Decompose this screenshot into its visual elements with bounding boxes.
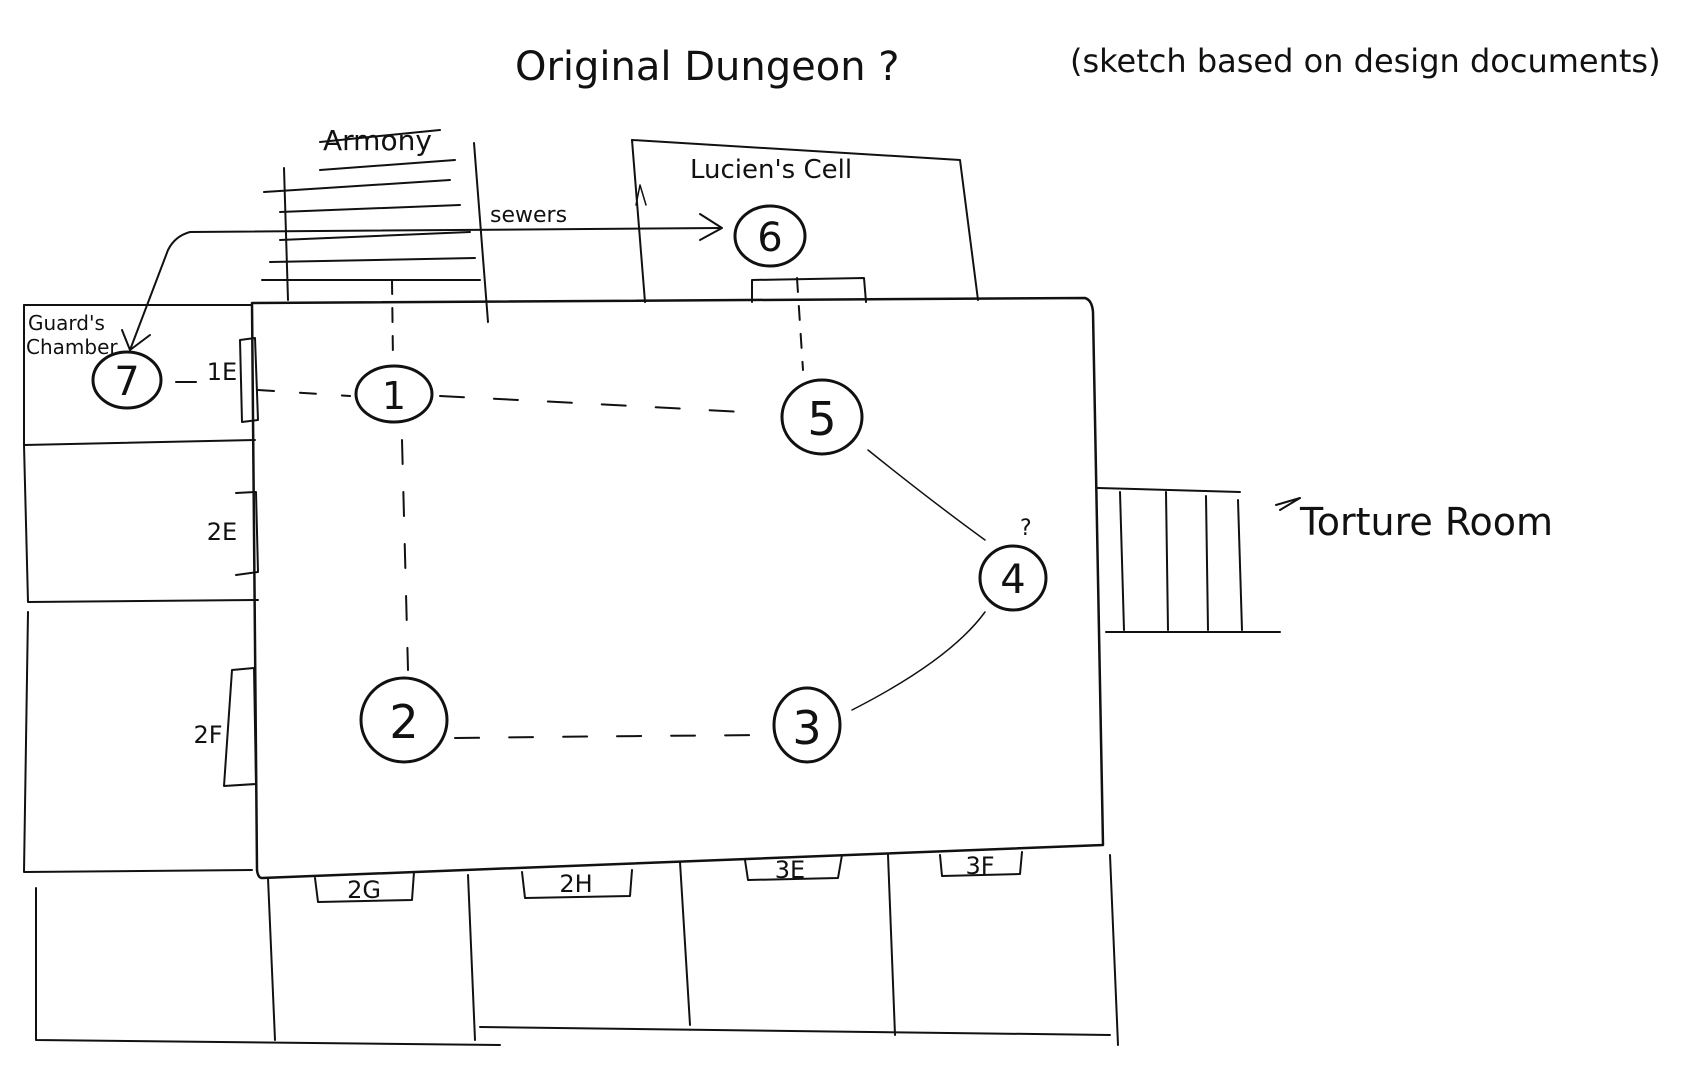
waypoint-5: 5: [780, 378, 864, 456]
svg-text:1: 1: [382, 374, 406, 418]
svg-text:6: 6: [757, 215, 782, 261]
waypoint-6: 6: [733, 204, 807, 268]
waypoint-4-question-mark: ?: [1020, 516, 1032, 541]
svg-text:7: 7: [114, 359, 139, 405]
main-hall: [250, 296, 1105, 880]
door-3E: 3E: [775, 856, 805, 884]
sewers-arrow: [129, 227, 721, 351]
waypoint-1: 1: [354, 364, 434, 424]
bottom-rooms: [35, 851, 1119, 1046]
waypoint-3: 3: [772, 686, 842, 764]
svg-text:3: 3: [792, 701, 821, 755]
door-2H: 2H: [559, 870, 592, 898]
door-2G: 2G: [347, 876, 381, 904]
door-1E: 1E: [207, 358, 237, 386]
guards-chamber-label-1: Guard's: [28, 311, 105, 335]
torture-room: [1097, 487, 1301, 633]
lucien-cell-room: [631, 139, 979, 303]
svg-text:2: 2: [389, 695, 418, 749]
armory-room: [261, 129, 489, 323]
route-paths: [257, 277, 986, 739]
sewers-label: sewers: [490, 203, 567, 228]
waypoint-2: 2: [359, 676, 449, 764]
title-note: (sketch based on design documents): [1070, 42, 1661, 80]
waypoint-7: 7: [91, 350, 163, 410]
lucien-cell-label: Lucien's Cell: [690, 155, 852, 185]
door-3F: 3F: [965, 852, 994, 880]
title-main: Original Dungeon ?: [515, 44, 900, 90]
door-2F: 2F: [193, 721, 222, 749]
torture-room-label: Torture Room: [1299, 500, 1553, 544]
left-rooms: [23, 444, 259, 873]
svg-text:4: 4: [1000, 557, 1025, 603]
armory-label: Armony: [323, 124, 432, 157]
door-2E: 2E: [207, 518, 237, 546]
waypoint-4: 4: [978, 544, 1048, 612]
guards-chamber-label-2: Chamber: [26, 335, 118, 359]
svg-text:5: 5: [807, 392, 836, 446]
